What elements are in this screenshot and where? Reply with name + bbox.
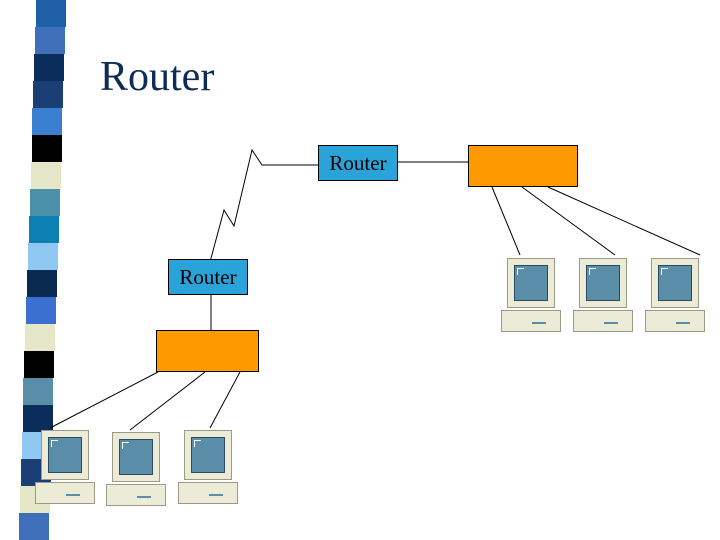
strip-cell [31, 135, 62, 162]
slide-title: Router [100, 54, 215, 100]
hub-bottom-pc2-link [129, 371, 206, 431]
strip-cell [29, 189, 60, 216]
strip-cell [18, 513, 49, 540]
strip-cell [26, 297, 57, 324]
computer-icon [35, 430, 97, 506]
computer-icon [501, 258, 563, 334]
strip-cell [24, 351, 55, 378]
computer-icon [573, 258, 635, 334]
router-top: Router [318, 145, 398, 181]
strip-cell [25, 324, 56, 351]
hub-bottom-pc3-link [209, 371, 241, 429]
strip-cell [32, 108, 63, 135]
strip-cell [36, 0, 66, 27]
hub-top [468, 145, 578, 187]
strip-cell [23, 378, 54, 405]
strip-cell [34, 54, 65, 81]
computer-icon [645, 258, 707, 334]
strip-cell [35, 27, 66, 54]
strip-cell [27, 243, 58, 270]
strip-cell [30, 162, 61, 189]
hub-bottom [156, 330, 259, 372]
wan-link [209, 148, 318, 263]
router-top-label: Router [329, 150, 387, 175]
hub-top-pc1-link [491, 186, 521, 256]
computer-icon [106, 432, 168, 508]
strip-cell [22, 405, 53, 432]
strip-cell [28, 216, 59, 243]
strip-cell [27, 270, 57, 297]
hub-top-pc2-link [521, 186, 616, 256]
hub-top-pc3-link [547, 186, 701, 256]
strip-cell [33, 81, 64, 108]
hub-bottom-pc1-link [49, 371, 159, 429]
computer-icon [178, 430, 240, 506]
router-left: Router [168, 259, 248, 295]
router-left-label: Router [179, 264, 237, 289]
